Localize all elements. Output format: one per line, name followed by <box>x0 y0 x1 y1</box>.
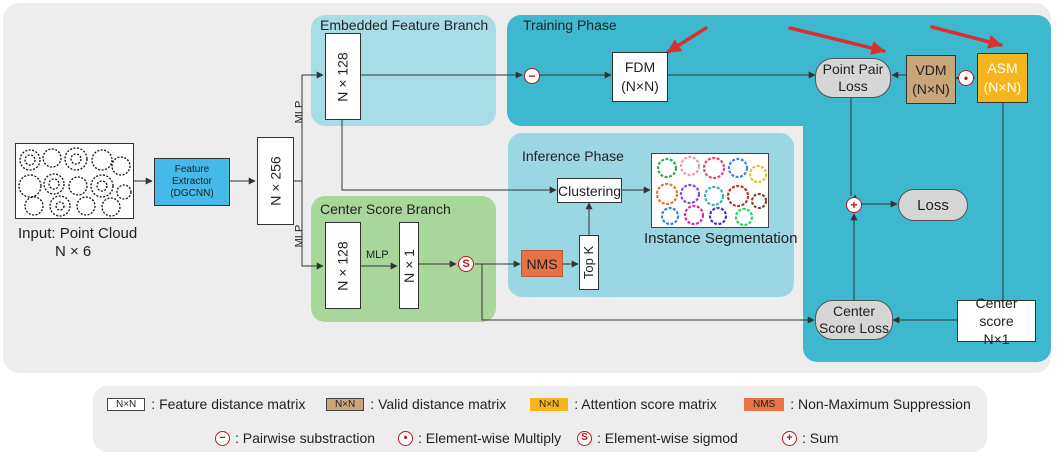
fdm-label: FDM <box>624 59 656 75</box>
mlp-label-center: MLP <box>366 249 389 261</box>
legend-sigmoid-text: : Element-wise sigmod <box>597 430 738 446</box>
center-score-branch-title: Center Score Branch <box>320 201 451 217</box>
fdm-box: FDM (N×N) <box>612 52 668 102</box>
legend-attention-score: N×N : Attention score matrix <box>530 396 717 412</box>
mlp-label-lower: MLP <box>293 224 306 248</box>
center-n128-box: N × 128 <box>325 222 361 309</box>
vdm-dims: (N×N) <box>912 80 950 97</box>
asm-label: ASM <box>987 60 1018 76</box>
legend-vdm-text: : Valid distance matrix <box>370 396 507 412</box>
embedded-n128-label: N × 128 <box>335 51 351 102</box>
mlp-label-upper: MLP <box>293 100 306 124</box>
loss-label: Loss <box>917 196 949 214</box>
asm-box: ASM (N×N) <box>977 53 1028 103</box>
feature-extractor-box: Feature Extractor (DGCNN) <box>154 158 230 206</box>
sigmoid-op: S <box>458 256 474 272</box>
instance-segmentation-image <box>651 153 769 228</box>
vdm-box: VDM (N×N) <box>906 55 956 104</box>
legend-dot-text: : Element-wise Multiply <box>418 430 562 446</box>
nms-label: NMS <box>526 255 558 272</box>
legend-minus-icon: − <box>215 430 230 446</box>
legend-fdm-text: : Feature distance matrix <box>151 396 306 412</box>
center-score-loss-line2: Score Loss <box>818 320 890 336</box>
asm-dims: (N×N) <box>983 79 1022 95</box>
n256-box: N × 256 <box>257 137 294 225</box>
legend-asm-text: : Attention score matrix <box>574 396 717 412</box>
nms-box: NMS <box>521 250 563 277</box>
legend-panel <box>93 386 987 452</box>
legend-sum: + : Sum <box>782 430 839 446</box>
center-n128-label: N × 128 <box>335 240 351 291</box>
legend-asm-swatch: N×N <box>530 397 569 411</box>
legend-valid-distance: N×N : Valid distance matrix <box>326 396 506 412</box>
feature-extractor-line1: Feature <box>174 164 210 175</box>
legend-minus-text: : Pairwise substraction <box>235 430 376 446</box>
center-n1-label: N × 1 <box>401 248 418 283</box>
clustering-box: Clustering <box>557 178 622 203</box>
training-phase-title: Training Phase <box>523 17 617 33</box>
center-score-box: Center score N×1 <box>957 295 1036 347</box>
embedded-n128-box: N × 128 <box>325 33 361 120</box>
legend-fdm-swatch: N×N <box>107 397 146 411</box>
loss: Loss <box>898 189 968 221</box>
point-cloud-graphic <box>18 147 132 217</box>
legend-pairwise-subtraction: − : Pairwise substraction <box>215 430 375 446</box>
topk-box: Top K <box>579 235 599 290</box>
embedded-feature-branch-title: Embedded Feature Branch <box>320 17 489 33</box>
vdm-label: VDM <box>915 61 947 78</box>
center-score-dims: N×1 <box>983 331 1010 347</box>
legend-nms-text: : Non-Maximum Suppression <box>790 396 971 412</box>
legend-vdm-swatch: N×N <box>326 397 365 411</box>
instance-segmentation-graphic <box>655 155 768 227</box>
point-pair-loss: Point Pair Loss <box>815 58 891 98</box>
point-pair-loss-line1: Point Pair <box>822 61 884 77</box>
feature-extractor-line3: (DGCNN) <box>170 188 214 199</box>
legend-elementwise-sigmoid: S : Element-wise sigmod <box>577 430 738 446</box>
pairwise-subtraction-op: − <box>524 68 540 84</box>
inference-phase-title: Inference Phase <box>522 148 624 164</box>
legend-dot-icon: • <box>398 430 413 446</box>
center-score-loss-line1: Center <box>832 303 876 319</box>
instance-segmentation-label: Instance Segmentation <box>644 230 798 247</box>
center-n1-box: N × 1 <box>399 222 419 309</box>
input-dims: N × 6 <box>55 243 92 260</box>
center-score-label: Center score <box>975 295 1018 329</box>
legend-nms-swatch: NMS <box>744 397 785 411</box>
legend-sigmoid-icon: S <box>577 430 592 446</box>
clustering-label: Clustering <box>557 182 622 199</box>
fdm-dims: (N×N) <box>621 78 659 94</box>
legend-nms: NMS : Non-Maximum Suppression <box>744 396 971 412</box>
sum-op: + <box>846 197 862 213</box>
legend-feature-distance: N×N : Feature distance matrix <box>107 396 305 412</box>
legend-elementwise-multiply: • : Element-wise Multiply <box>398 430 561 446</box>
point-pair-loss-line2: Loss <box>838 78 868 94</box>
legend-plus-icon: + <box>782 430 797 446</box>
topk-label: Top K <box>581 245 597 280</box>
center-score-loss: Center Score Loss <box>815 300 893 340</box>
elementwise-multiply-op: • <box>958 70 974 86</box>
n256-label: N × 256 <box>267 156 284 206</box>
legend-sum-text: : Sum <box>802 430 839 446</box>
feature-extractor-line2: Extractor <box>171 176 212 187</box>
input-point-cloud-image <box>15 143 134 219</box>
input-label: Input: Point Cloud <box>18 225 138 242</box>
